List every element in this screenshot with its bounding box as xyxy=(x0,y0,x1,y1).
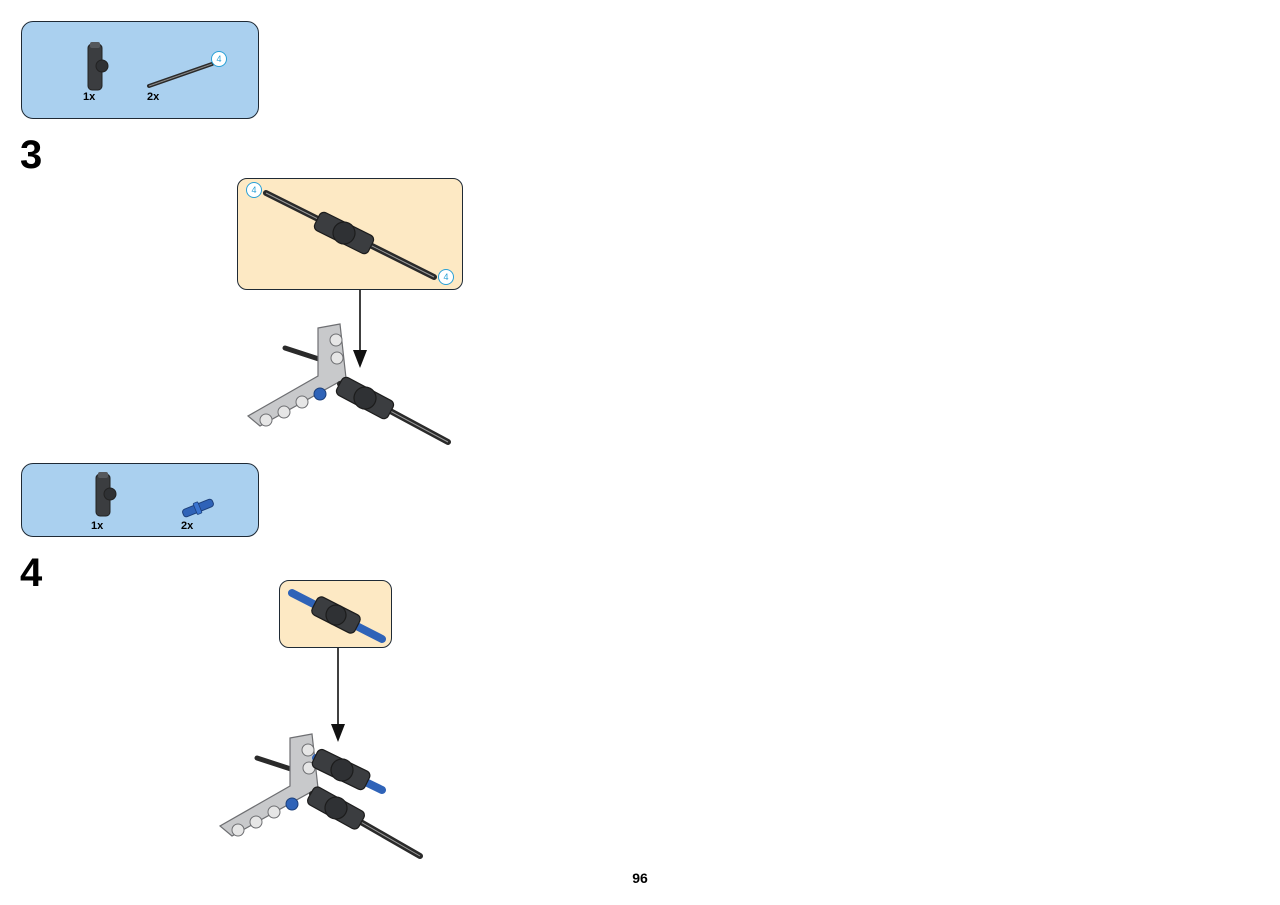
axle-icon xyxy=(147,62,214,88)
axle-length-callout: 4 xyxy=(438,269,454,285)
part-quantity: 2x xyxy=(181,520,194,532)
assembly-arrow xyxy=(353,290,367,368)
dark-gray-connector-icon xyxy=(95,472,117,517)
part-quantity: 2x xyxy=(147,91,160,103)
connector-with-axles-icon xyxy=(263,190,437,280)
step-number: 4 xyxy=(20,551,43,595)
step-4-assembly-model xyxy=(218,733,423,859)
subassembly-box-step-3: 4 4 xyxy=(237,178,463,290)
part-quantity: 1x xyxy=(91,520,104,532)
step-3-assembly-model xyxy=(246,323,451,445)
parts-list-step-3: 1x 2x 4 xyxy=(21,21,259,119)
dark-gray-connector-icon xyxy=(87,42,109,91)
part-quantity: 1x xyxy=(83,91,96,103)
page-number: 96 xyxy=(632,870,648,886)
axle-length-callout: 4 xyxy=(211,51,227,67)
parts-list-step-4: 1x 2x xyxy=(21,463,259,537)
axle-length-callout: 4 xyxy=(246,182,262,198)
subassembly-box-step-4 xyxy=(279,580,392,648)
connector-with-blue-pins-icon xyxy=(288,589,386,643)
assembly-arrow xyxy=(331,648,345,742)
step-number: 3 xyxy=(20,133,43,177)
blue-pin-icon xyxy=(182,498,214,518)
